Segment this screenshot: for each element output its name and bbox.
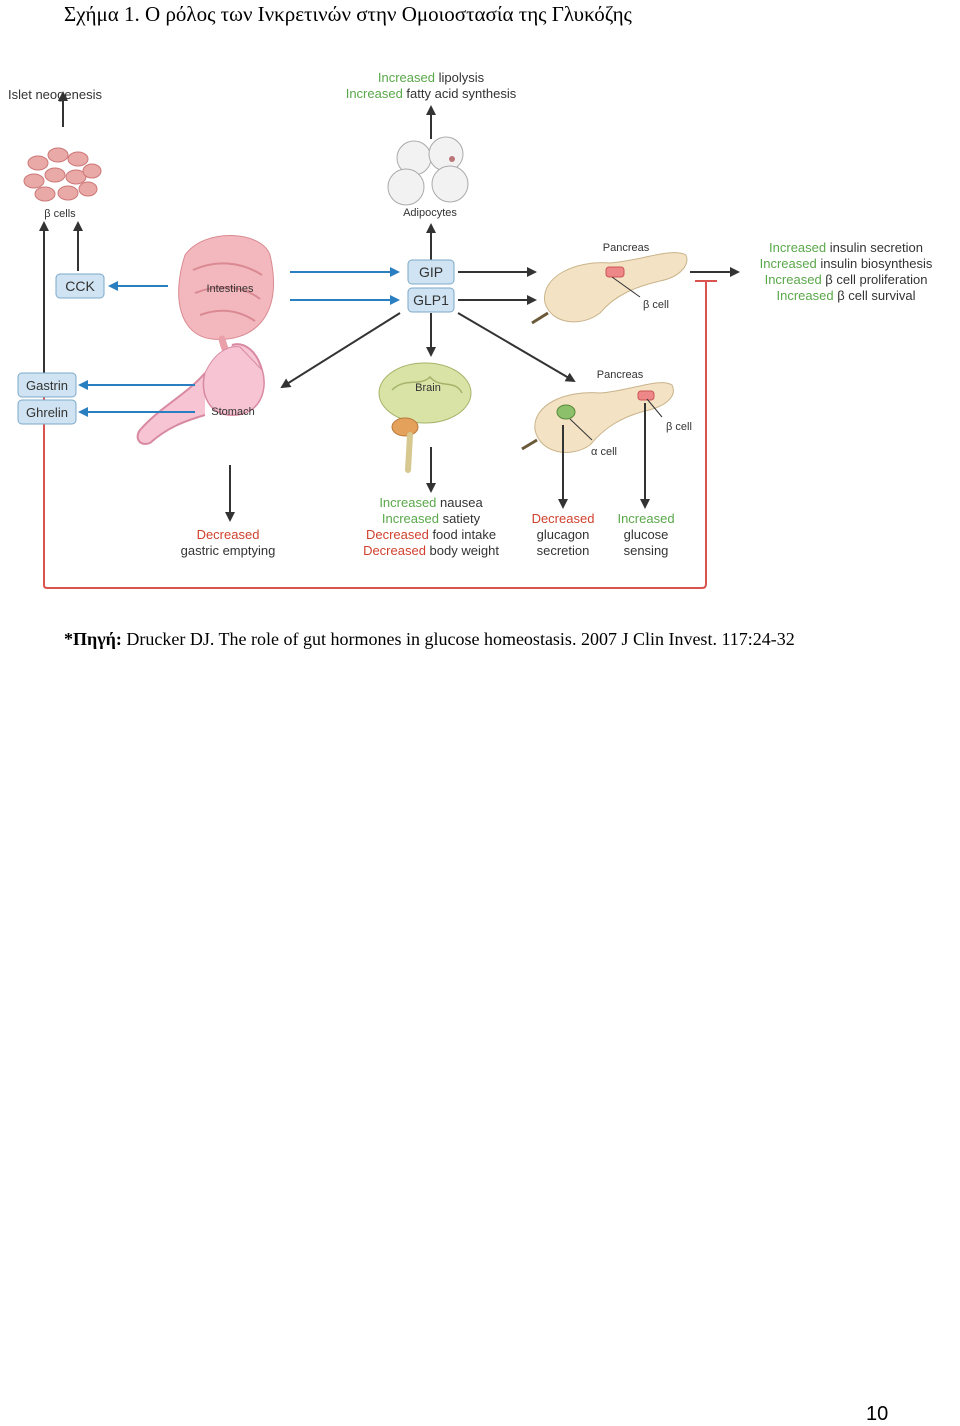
glucose-effect-line2: glucose xyxy=(624,527,669,542)
food-intake-effect: Decreased food intake xyxy=(366,527,496,542)
intestines-label: Intestines xyxy=(206,283,254,295)
pancreas-top-label: Pancreas xyxy=(603,242,650,254)
glp1-label: GLP1 xyxy=(413,292,449,308)
brain-icon xyxy=(378,362,472,473)
pancreas-top-icon xyxy=(531,252,688,325)
beta-proliferation-effect: Increased β cell proliferation xyxy=(765,272,928,287)
source-label: *Πηγή: xyxy=(64,629,122,649)
stomach-label: Stomach xyxy=(211,406,254,418)
figure-title: Σχήμα 1. Ο ρόλος των Ινκρετινών στην Ομο… xyxy=(64,2,632,26)
glucose-effect-mod: Increased xyxy=(617,511,674,526)
fatty-acid-effect: Increased fatty acid synthesis xyxy=(346,86,517,101)
islet-label: Islet neogenesis xyxy=(8,87,102,102)
beta-cells-icon xyxy=(23,147,102,202)
beta-cell-bottom-label: β cell xyxy=(666,421,692,433)
glucagon-effect-line2: glucagon xyxy=(537,527,590,542)
satiety-effect: Increased satiety xyxy=(382,511,481,526)
glucose-effect-line3: sensing xyxy=(624,543,669,558)
glucagon-effect-mod: Decreased xyxy=(532,511,595,526)
ghrelin-label: Ghrelin xyxy=(26,405,68,420)
figure-source: *Πηγή: Drucker DJ. The role of gut hormo… xyxy=(64,629,795,650)
lipolysis-effect: Increased lipolysis xyxy=(378,70,485,85)
ghrelin-box xyxy=(17,399,77,425)
adipocytes-label: Adipocytes xyxy=(403,207,457,219)
glp1-box xyxy=(407,287,455,313)
beta-survival-effect: Increased β cell survival xyxy=(777,288,916,303)
arrow-glp1-pancreas-bottom xyxy=(457,312,576,383)
gastric-effect-line2: gastric emptying xyxy=(181,543,276,558)
brain-label: Brain xyxy=(415,382,441,394)
incretin-figure: CCK GIP GLP1 Gastrin Ghrelin Islet neoge… xyxy=(0,55,960,600)
arrow-glp1-stomach xyxy=(280,312,401,389)
beta-cell-top-label: β cell xyxy=(643,299,669,311)
pancreas-bottom-icon xyxy=(521,382,674,453)
feedback-loop-line xyxy=(43,281,707,589)
insulin-secretion-effect: Increased insulin secretion xyxy=(769,240,923,255)
gastrin-label: Gastrin xyxy=(26,378,68,393)
page-number: 10 xyxy=(866,1403,889,1425)
gastrin-box xyxy=(17,372,77,398)
body-weight-effect: Decreased body weight xyxy=(363,543,499,558)
alpha-cell-label: α cell xyxy=(591,446,617,458)
source-text: Drucker DJ. The role of gut hormones in … xyxy=(121,629,795,649)
beta-cells-label: β cells xyxy=(44,208,76,220)
adipocytes-icon xyxy=(387,136,469,206)
stomach-icon xyxy=(136,343,265,445)
gip-box xyxy=(407,259,455,285)
insulin-biosynthesis-effect: Increased insulin biosynthesis xyxy=(760,256,933,271)
glucagon-effect-line3: secretion xyxy=(537,543,590,558)
pancreas-bottom-label: Pancreas xyxy=(597,369,644,381)
cck-box xyxy=(55,273,105,299)
gastric-effect-mod: Decreased xyxy=(197,527,260,542)
intestines-icon xyxy=(178,235,275,359)
nausea-effect: Increased nausea xyxy=(379,495,483,510)
cck-label: CCK xyxy=(65,278,95,294)
gip-label: GIP xyxy=(419,264,443,280)
